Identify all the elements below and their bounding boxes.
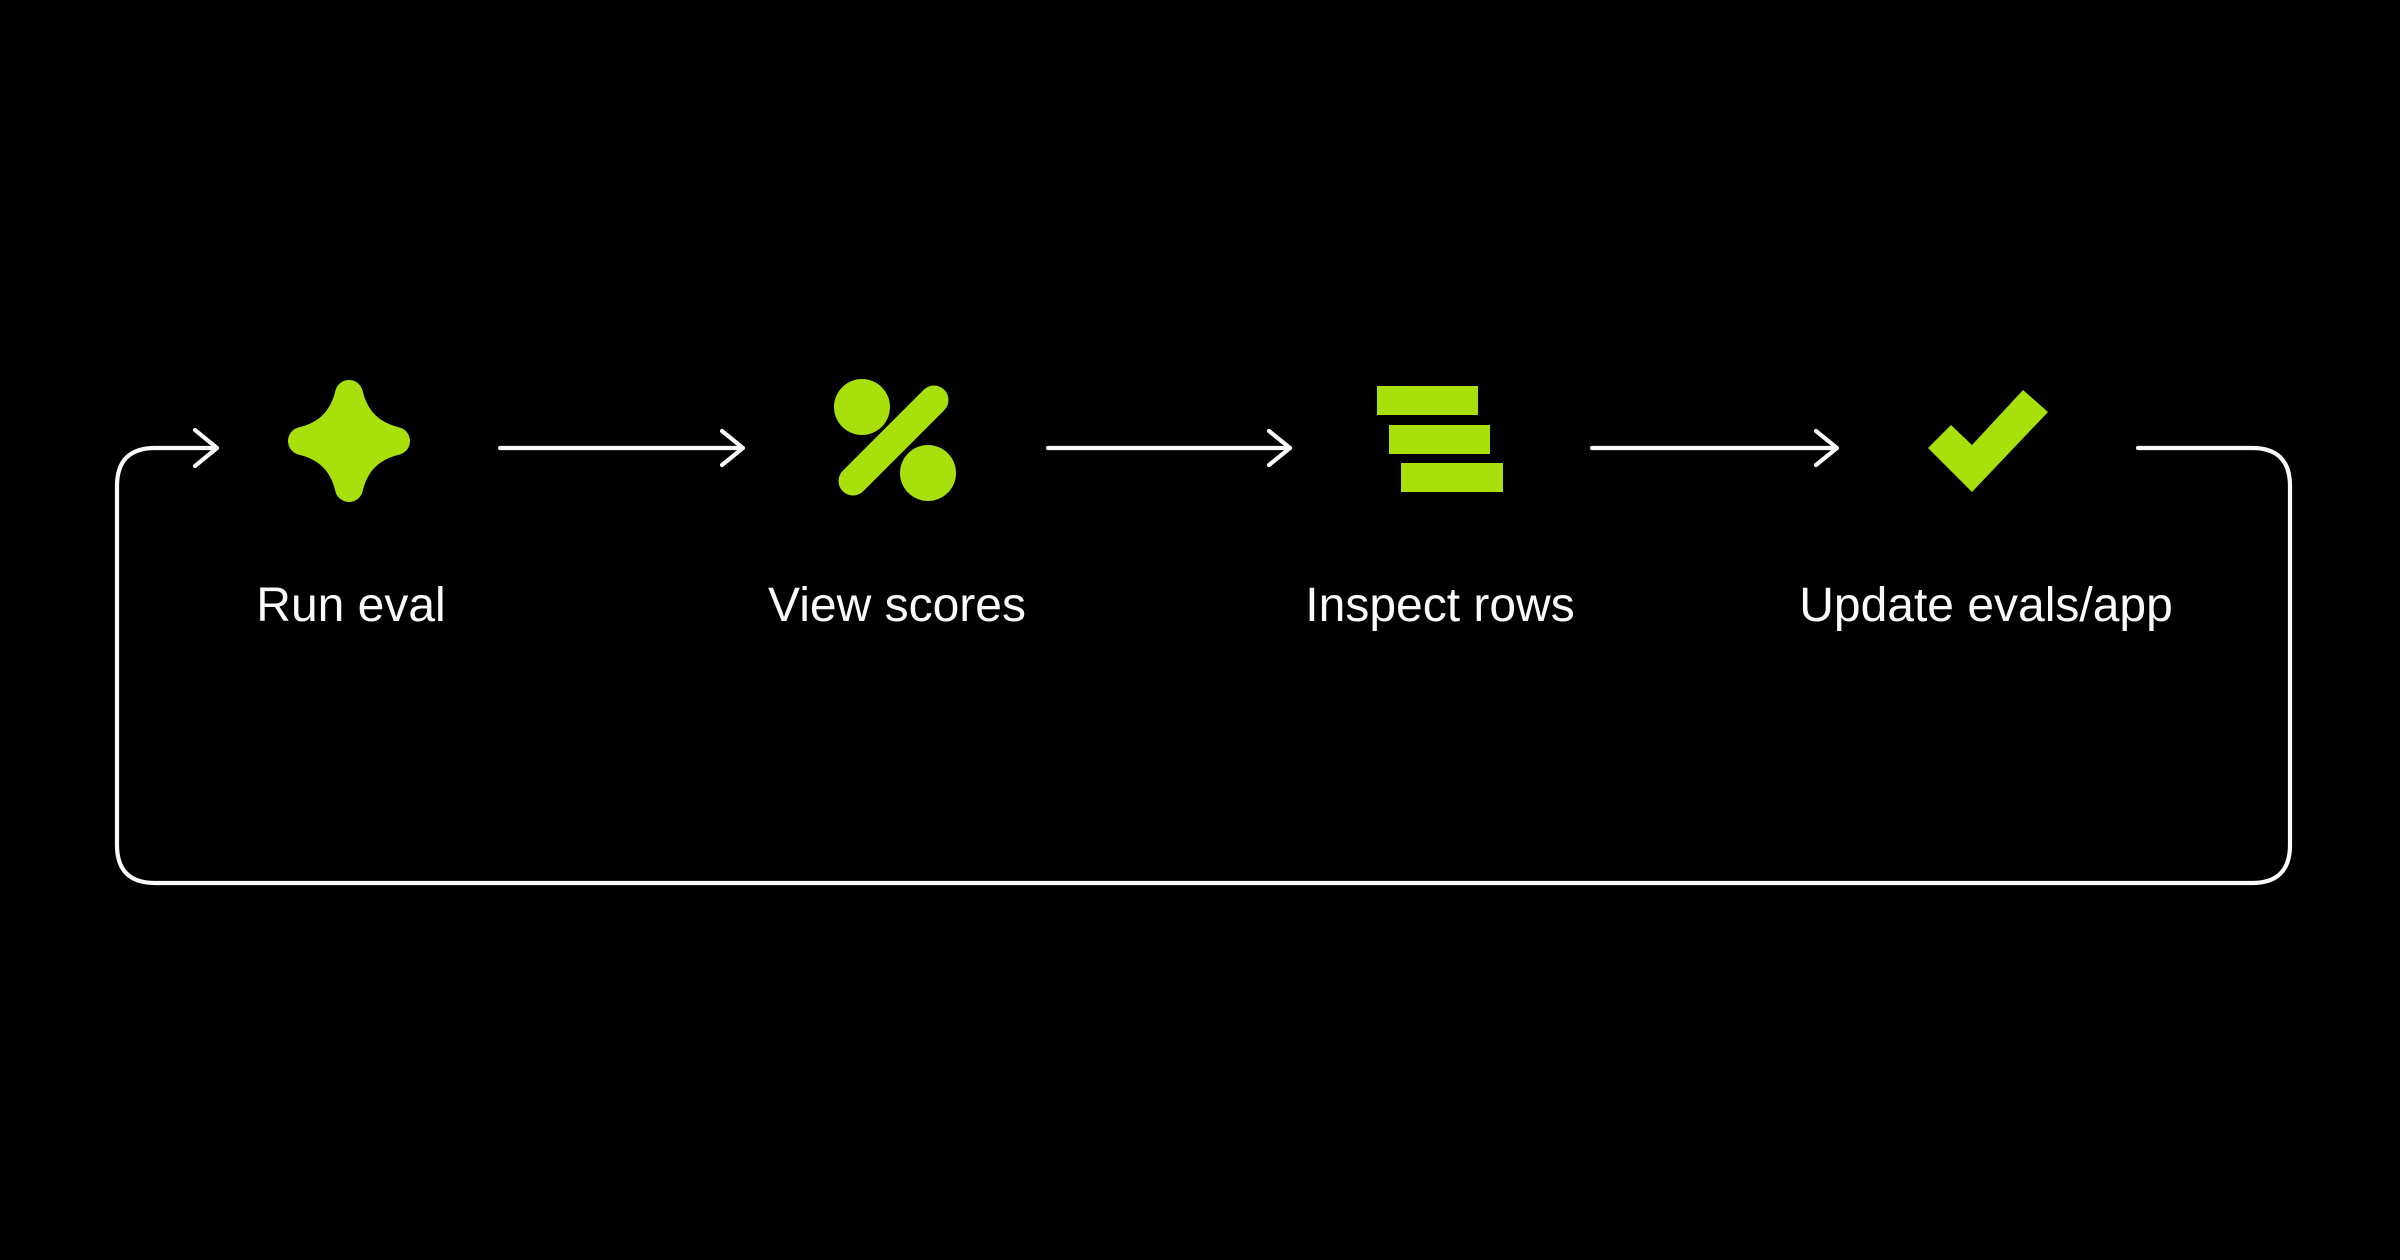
arrowhead-icon: [719, 428, 746, 468]
arrow-scores-to-rows: [1045, 428, 1293, 468]
step-label-view-scores: View scores: [768, 579, 1026, 632]
step-label-update-evals-app: Update evals/app: [1799, 579, 2173, 632]
loop-arrowhead-icon: [192, 427, 220, 469]
step-label-inspect-rows: Inspect rows: [1305, 579, 1575, 632]
arrowhead-icon: [1813, 428, 1840, 468]
step-label-run-eval: Run eval: [256, 579, 446, 632]
arrowhead-icon: [1266, 428, 1293, 468]
arrow-rows-to-update: [1589, 428, 1840, 468]
percent-icon: [834, 379, 956, 501]
check-icon: [1928, 390, 2048, 492]
rows-icon: [1377, 386, 1503, 492]
loop-back-arrow: [114, 427, 2293, 886]
arrow-run-to-scores: [497, 428, 746, 468]
sparkle-icon: [288, 380, 410, 502]
